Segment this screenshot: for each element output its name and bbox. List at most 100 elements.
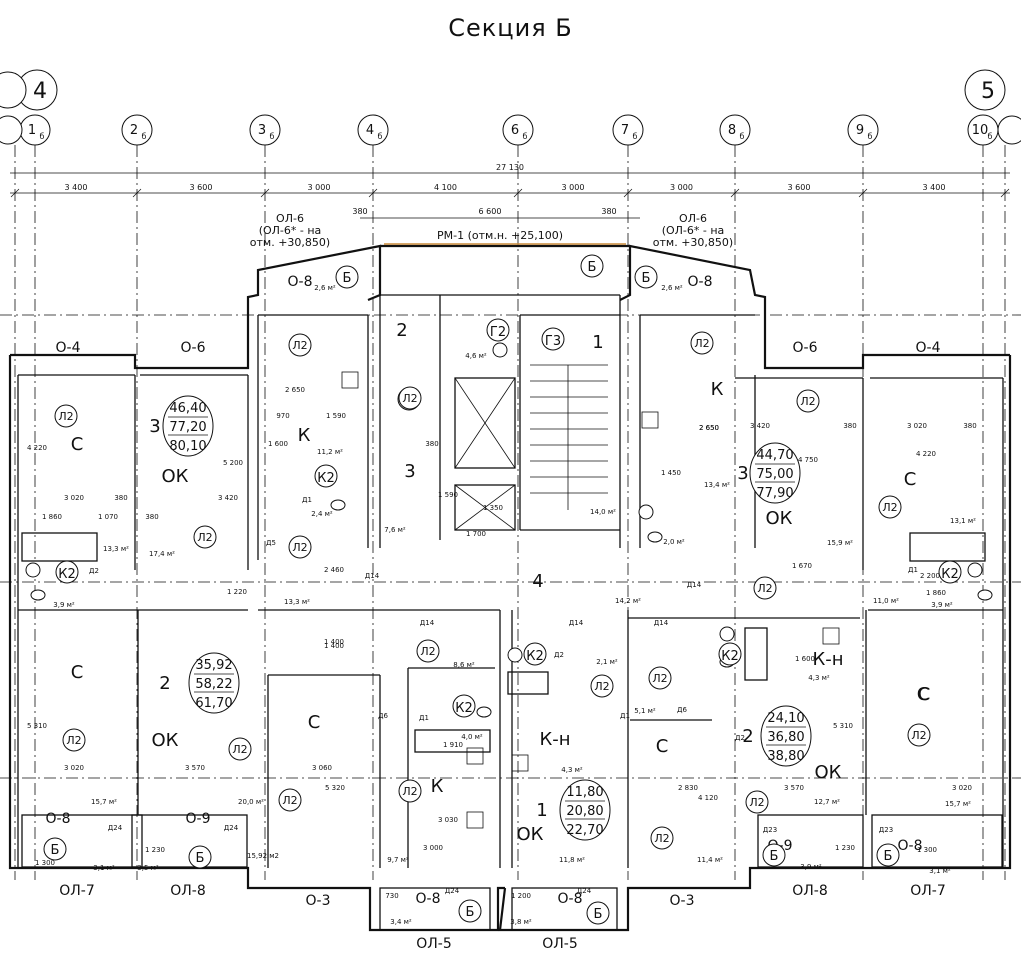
- room-area: 2,6 м²: [661, 284, 683, 292]
- balcony-tag-circle: [458, 899, 482, 923]
- dim-inner: 1 400: [324, 638, 344, 646]
- apartment-index-ellipse: [559, 779, 611, 841]
- axis-arc: [0, 71, 27, 109]
- room-area: 3,9 м²: [931, 601, 953, 609]
- finish-tag: Л2: [58, 410, 73, 423]
- room-letter: К: [711, 379, 724, 400]
- room-letter: 3: [404, 461, 415, 482]
- dim-roof-right: 380: [601, 207, 616, 216]
- window-label: О-9: [186, 811, 211, 827]
- dim-inner: 3 060: [312, 764, 332, 772]
- balcony-tag: Б: [466, 905, 475, 920]
- sink-fixture: [638, 504, 654, 520]
- stove-fixture: [466, 747, 484, 765]
- dim-tick: [623, 188, 633, 198]
- door-tag: Д23: [763, 826, 777, 834]
- dim-inner: 730: [385, 892, 398, 900]
- note-right: ОЛ-6: [679, 212, 707, 225]
- room-letter: ОК: [152, 730, 179, 751]
- dim-tick: [858, 188, 868, 198]
- finish-tag: Л2: [757, 582, 772, 595]
- finish-tag-circle: [650, 826, 674, 850]
- dim-inner: 2 650: [285, 386, 305, 394]
- balcony-tag-circle: [634, 265, 658, 289]
- balcony-tag: Б: [196, 851, 205, 866]
- dim-inner: 5 310: [27, 722, 47, 730]
- window-label: О-6: [181, 340, 206, 356]
- dim-inner: 970: [276, 412, 289, 420]
- axis-number: 1: [28, 123, 36, 138]
- dim-inner: 1 220: [227, 588, 247, 596]
- axis-number: 9: [856, 123, 864, 138]
- finish-tag-circle: [398, 386, 422, 410]
- room-area: 15,9 м²: [827, 539, 853, 547]
- finish-tag-circle: [54, 404, 78, 428]
- room-letter: 1: [592, 332, 603, 353]
- balcony-tag: Б: [770, 849, 779, 864]
- dim-tick: [730, 188, 740, 198]
- balcony-tag-circle: [43, 837, 67, 861]
- dim-inner: 380: [425, 440, 438, 448]
- door-tag: Д24: [577, 887, 592, 895]
- apartment-index-ellipse: [760, 705, 812, 767]
- room-letter: С: [71, 434, 84, 455]
- dim-inner: 380: [145, 513, 158, 521]
- room-letter: ОК: [517, 824, 544, 845]
- balcony-tag-circle: [762, 843, 786, 867]
- toilet-fixture: [30, 589, 46, 601]
- sink-fixture: [967, 562, 983, 578]
- stove-fixture: [822, 627, 840, 645]
- apartment-total-area: 75,00: [756, 467, 793, 482]
- balcony-tag-circle: [586, 901, 610, 925]
- apartment-total-area: 36,80: [767, 730, 804, 745]
- axis-number: 10: [972, 123, 989, 138]
- window-label: О-8: [288, 274, 313, 290]
- toilet-fixture: [330, 499, 346, 511]
- room-area: 3,1 м²: [93, 864, 115, 872]
- apartment-room-count: 3: [149, 416, 160, 437]
- riser-circle: [492, 342, 508, 358]
- dim-inner: 5 310: [833, 722, 853, 730]
- dim-tick: [368, 188, 378, 198]
- room-area: 13,3 м²: [103, 545, 129, 553]
- axis-number: 7: [621, 123, 629, 138]
- room-letter: 4: [532, 571, 543, 592]
- apartment-total-area-2: 77,90: [756, 486, 793, 501]
- note-left: отм. +30,850): [250, 236, 330, 249]
- window-label: О-3: [670, 893, 695, 909]
- apartment-total-area-2: 80,10: [169, 439, 206, 454]
- axis-suffix: б: [523, 132, 528, 141]
- room-area: 4,6 м²: [465, 352, 487, 360]
- axis-suffix: б: [740, 132, 745, 141]
- elevator-cross: [454, 377, 516, 469]
- section-title: Секция Б: [448, 14, 573, 42]
- axis-number: 4: [366, 123, 374, 138]
- room-area: 11,4 м²: [697, 856, 723, 864]
- room-letter: К: [298, 425, 311, 446]
- dim-inner: 2 460: [324, 566, 344, 574]
- room-letter: ОК: [766, 508, 793, 529]
- room-letter: К-н: [539, 729, 570, 750]
- door-tag: Д14: [687, 581, 702, 589]
- room-area: 2,0 м²: [663, 538, 685, 546]
- room-letter: К2: [941, 567, 959, 582]
- finish-tag-circle: [398, 779, 422, 803]
- dim-inner: 1 070: [98, 513, 118, 521]
- room-code-circle: [541, 327, 565, 351]
- apartment-room-count: 2: [159, 673, 170, 694]
- dim-overall: 27 130: [496, 163, 524, 172]
- dim-inner: 4 220: [27, 444, 47, 452]
- dim-chain: 3 000: [308, 183, 331, 192]
- dim-chain: 3 600: [788, 183, 811, 192]
- axis-suffix: б: [270, 132, 275, 141]
- finish-tag-circle: [62, 728, 86, 752]
- room-letter: С: [917, 684, 930, 705]
- apartment-living-area: 46,40: [169, 401, 206, 416]
- finish-tag: Л2: [652, 672, 667, 685]
- window-label: О-8: [46, 811, 71, 827]
- apartment-total-area-2: 61,70: [195, 696, 232, 711]
- dim-inner: 3 020: [952, 784, 972, 792]
- stove-fixture: [341, 371, 359, 389]
- axis-suffix: б: [633, 132, 638, 141]
- dim-roof-span: 6 600: [479, 207, 502, 216]
